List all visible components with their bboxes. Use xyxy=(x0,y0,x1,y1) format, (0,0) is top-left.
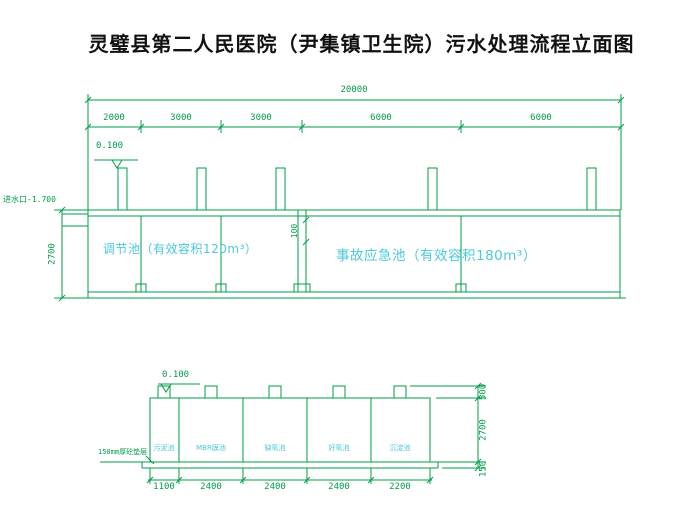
dim-total-20000: 20000 xyxy=(340,85,368,95)
cell-label-3: 缺氧池 xyxy=(264,444,286,452)
dim-seg-5: 6000 xyxy=(530,113,552,123)
cell-label-4: 好氧池 xyxy=(328,444,350,452)
drawing-title: 灵璧县第二人民医院（尹集镇卫生院）污水处理流程立面图 xyxy=(88,34,635,56)
dim-cell-3: 2400 xyxy=(264,482,286,492)
dim-cell-5: 2200 xyxy=(389,482,411,492)
base-layer-note: 150mm厚砼垫层 xyxy=(98,448,148,456)
dim-seg-2: 3000 xyxy=(170,113,192,123)
cell-label-5: 沉淀池 xyxy=(389,444,411,452)
dim-cell-1: 1100 xyxy=(153,482,175,492)
dim-seg-4: 6000 xyxy=(370,113,392,123)
cell-label-1: 污泥池 xyxy=(153,444,175,452)
dim-depth-left: 2700 xyxy=(47,243,58,265)
dim-wall-gap: 100 xyxy=(290,223,299,239)
dim-depth-right: 2700 xyxy=(478,419,489,441)
dim-cell-4: 2400 xyxy=(328,482,350,492)
elevation-mark-lower: 0.100 xyxy=(162,370,190,380)
lower-view-lines xyxy=(100,382,486,484)
upper-view-lines xyxy=(54,94,626,302)
dim-cell-2: 2400 xyxy=(200,482,222,492)
cell-label-2: MBR膜池 xyxy=(196,444,226,452)
dim-seg-3: 3000 xyxy=(250,113,272,123)
dim-seg-1: 2000 xyxy=(103,113,125,123)
tank-label-emergency: 事故应急池（有效容积180m³） xyxy=(336,248,537,264)
inlet-label: 进水口-1.700 xyxy=(3,195,56,204)
dim-stub-height: 500 xyxy=(478,383,489,401)
dim-base-thickness: 150 xyxy=(478,460,489,478)
elevation-mark-upper: 0.100 xyxy=(96,141,124,151)
tank-label-regulating: 调节池（有效容积120m³） xyxy=(103,242,258,256)
